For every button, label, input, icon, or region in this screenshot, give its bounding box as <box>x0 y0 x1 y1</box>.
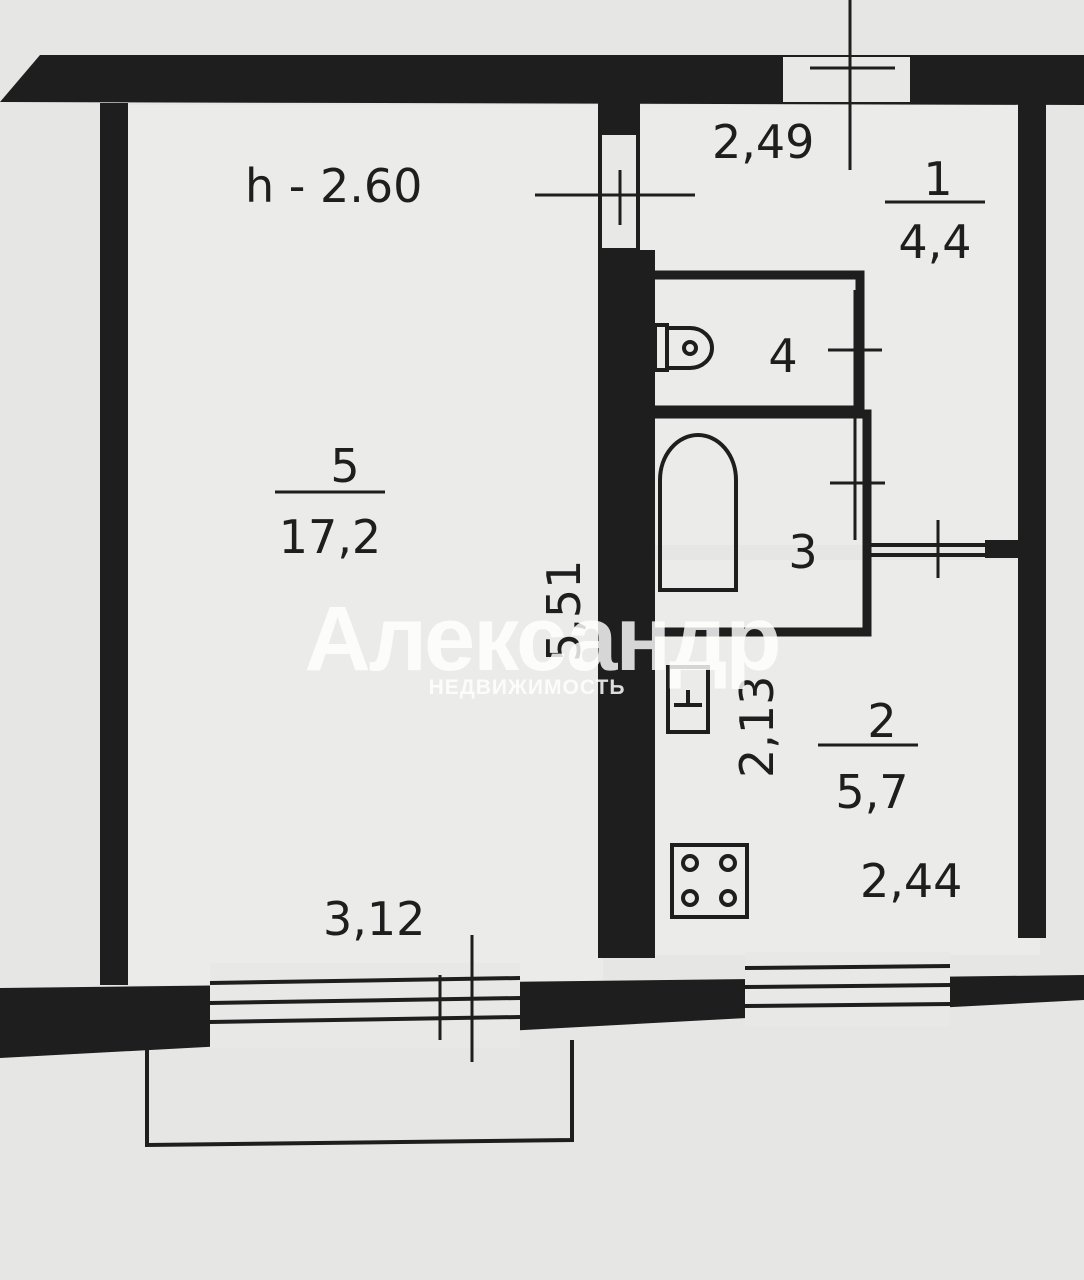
window-room-5 <box>209 963 521 1048</box>
kitchen-length-label: 2,13 <box>730 676 784 778</box>
room-4-number: 4 <box>768 329 797 383</box>
window-kitchen-pane <box>744 1002 951 1008</box>
left-partition-wall <box>100 103 128 985</box>
watermark: Александр НЕДВИЖИМОСТЬ <box>304 588 781 699</box>
kitchen-width-label: 2,44 <box>860 854 962 908</box>
sink-fixture <box>666 665 710 734</box>
ceiling-height-label: h - 2.60 <box>245 159 422 213</box>
toilet-seat <box>682 340 698 356</box>
bathroom-block <box>640 270 985 637</box>
stove-fixture <box>670 843 749 919</box>
watermark-brand: Александр <box>304 588 779 690</box>
bathtub-fixture <box>658 433 738 592</box>
dimension-lines <box>275 0 985 1062</box>
window-kitchen-frame <box>745 952 950 1027</box>
central-wall-top <box>598 103 640 133</box>
stove-burner <box>719 854 737 872</box>
right-exterior-wall <box>1018 103 1046 938</box>
room-1-area: 4,4 <box>898 215 971 269</box>
top-door-opening <box>783 57 910 102</box>
room-3-number: 3 <box>788 525 817 579</box>
room5-length-label: 5,51 <box>537 560 591 662</box>
room-1-number: 1 <box>923 152 952 206</box>
room-2-number: 2 <box>867 694 896 748</box>
hall-width-label: 2,49 <box>712 115 814 169</box>
toilet-bowl <box>665 326 714 370</box>
window-kitchen-pane <box>744 964 951 970</box>
sink-body <box>666 665 710 734</box>
window-room-5-pane <box>209 996 521 1005</box>
window-room-5-pane <box>209 976 521 985</box>
labels: h - 2.60 2,49 1 4,4 4 3 5 17,2 5,51 2,13… <box>245 115 972 946</box>
window-room-5-pane <box>209 1015 521 1024</box>
bathroom-room-3 <box>640 409 872 637</box>
stove-burner <box>719 889 737 907</box>
room-5-area: 17,2 <box>279 510 381 564</box>
room-floors <box>128 105 1040 985</box>
stove-burner <box>681 854 699 872</box>
watermark-tagline: НЕДВИЖИМОСТЬ <box>429 676 626 699</box>
room5-width-label: 3,12 <box>323 892 425 946</box>
balcony-outline <box>145 1040 574 1148</box>
kitchen-partition <box>985 540 1020 558</box>
room-5-floor <box>128 105 603 985</box>
stove-body <box>670 843 749 919</box>
window-kitchen <box>744 952 951 1027</box>
window-kitchen-pane <box>744 983 951 989</box>
top-exterior-wall <box>0 55 1084 105</box>
toilet-fixture <box>653 323 714 372</box>
room-1-floor <box>640 105 1020 545</box>
room-5-number: 5 <box>330 439 359 493</box>
room-2-floor <box>655 560 1040 955</box>
stove-burner <box>681 889 699 907</box>
room-2-area: 5,7 <box>835 765 908 819</box>
